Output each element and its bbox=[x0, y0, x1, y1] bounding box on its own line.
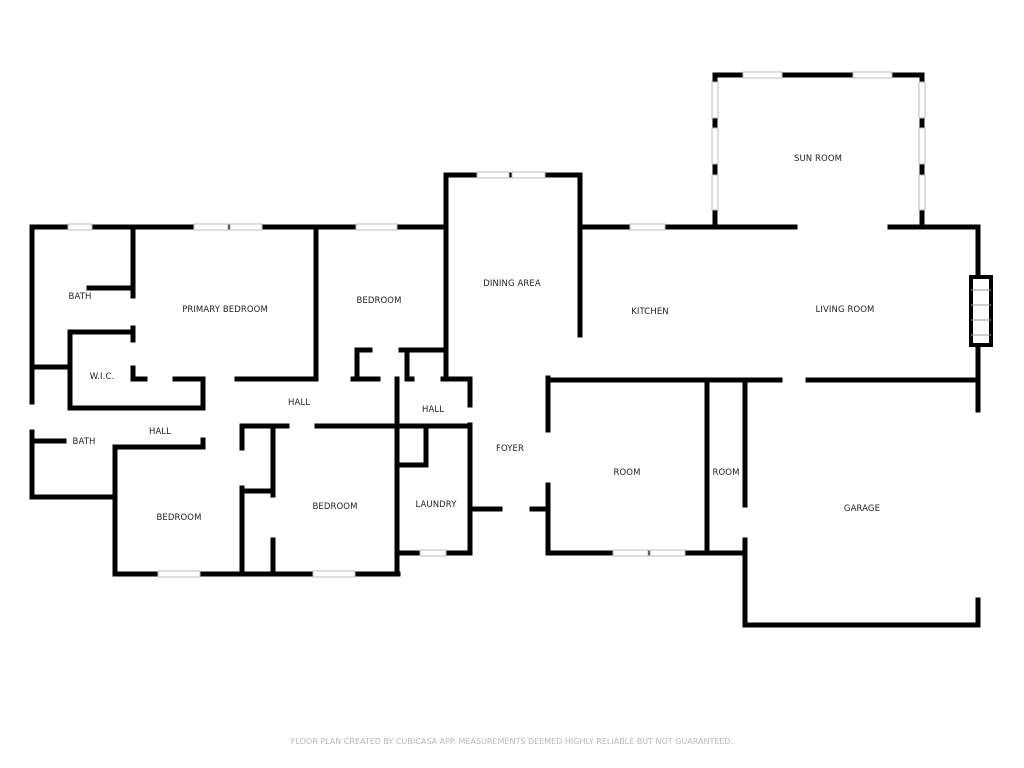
window bbox=[419, 549, 447, 557]
window bbox=[852, 71, 893, 79]
room-label-primary-bedroom: PRIMARY BEDROOM bbox=[182, 305, 268, 315]
window bbox=[476, 171, 510, 179]
window bbox=[649, 549, 686, 557]
room-label-laundry: LAUNDRY bbox=[415, 500, 457, 510]
room-label-bedroom: BEDROOM bbox=[356, 296, 402, 306]
window bbox=[711, 81, 719, 119]
room-label-room: ROOM bbox=[712, 468, 740, 478]
window bbox=[511, 171, 546, 179]
room-label-bath: BATH bbox=[72, 437, 96, 447]
window bbox=[711, 174, 719, 211]
window bbox=[157, 570, 201, 578]
room-label-dining-area: DINING AREA bbox=[483, 279, 541, 289]
room-label-room: ROOM bbox=[613, 468, 641, 478]
room-label-foyer: FOYER bbox=[495, 444, 525, 454]
room-label-kitchen: KITCHEN bbox=[631, 307, 669, 317]
window bbox=[742, 71, 783, 79]
windows bbox=[67, 71, 926, 578]
window bbox=[711, 127, 719, 165]
room-label-hall: HALL bbox=[421, 405, 445, 415]
room-label-hall: HALL bbox=[287, 398, 311, 408]
window bbox=[918, 81, 926, 119]
window bbox=[612, 549, 649, 557]
room-label-hall: HALL bbox=[148, 427, 172, 437]
room-label-sun-room: SUN ROOM bbox=[793, 154, 843, 164]
room-label-bedroom: BEDROOM bbox=[312, 502, 358, 512]
window bbox=[312, 570, 356, 578]
window bbox=[918, 174, 926, 211]
window bbox=[355, 223, 398, 231]
window bbox=[67, 223, 93, 231]
fireplace bbox=[969, 275, 993, 347]
room-label-wic: W.I.C. bbox=[89, 372, 115, 382]
window bbox=[193, 223, 229, 231]
room-label-garage: GARAGE bbox=[843, 504, 881, 514]
window bbox=[229, 223, 263, 231]
room-label-living-room: LIVING ROOM bbox=[815, 305, 875, 315]
window bbox=[629, 223, 666, 231]
room-label-bedroom: BEDROOM bbox=[156, 513, 202, 523]
room-label-bath: BATH bbox=[68, 292, 92, 302]
window bbox=[918, 127, 926, 165]
footer-disclaimer: FLOOR PLAN CREATED BY CUBICASA APP. MEAS… bbox=[290, 737, 734, 746]
